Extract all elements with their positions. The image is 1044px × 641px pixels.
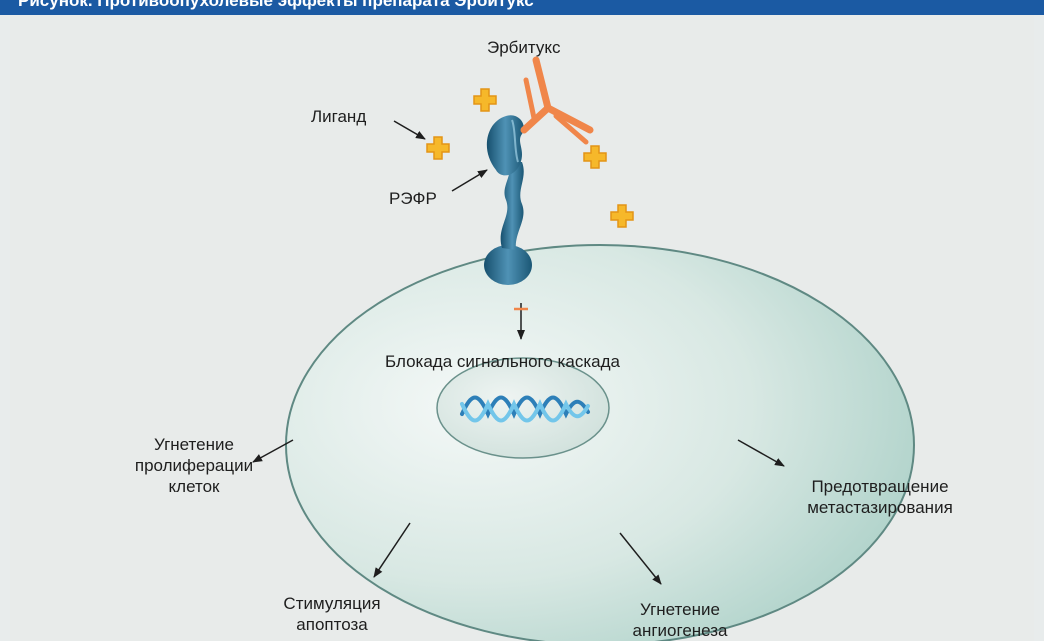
metastasis-line-2: метастазирования [780, 497, 980, 518]
angiogenesis-line-2: ангиогенеза [610, 620, 750, 641]
apoptosis-label: Стимуляция апоптоза [262, 593, 402, 635]
angiogenesis-line-1: Угнетение [610, 599, 750, 620]
apoptosis-line-2: апоптоза [262, 614, 402, 635]
cell-body [286, 245, 914, 641]
apoptosis-line-1: Стимуляция [262, 593, 402, 614]
metastasis-line-1: Предотвращение [780, 476, 980, 497]
ligand-label: Лиганд [311, 106, 366, 127]
egfr-arrow [452, 170, 487, 191]
egfr-label: РЭФР [389, 188, 437, 209]
proliferation-line-2: пролиферации [114, 455, 274, 476]
proliferation-line-1: Угнетение [114, 434, 274, 455]
proliferation-label: Угнетение пролиферации клеток [114, 434, 274, 497]
antibody-icon [524, 60, 590, 142]
blockade-label: Блокада сигнального каскада [385, 351, 620, 372]
ligand-arrow [394, 121, 425, 139]
proliferation-line-3: клеток [114, 476, 274, 497]
receptor-icon [484, 115, 532, 285]
angiogenesis-label: Угнетение ангиогенеза [610, 599, 750, 641]
erbitux-label: Эрбитукс [487, 37, 561, 58]
metastasis-label: Предотвращение метастазирования [780, 476, 980, 518]
